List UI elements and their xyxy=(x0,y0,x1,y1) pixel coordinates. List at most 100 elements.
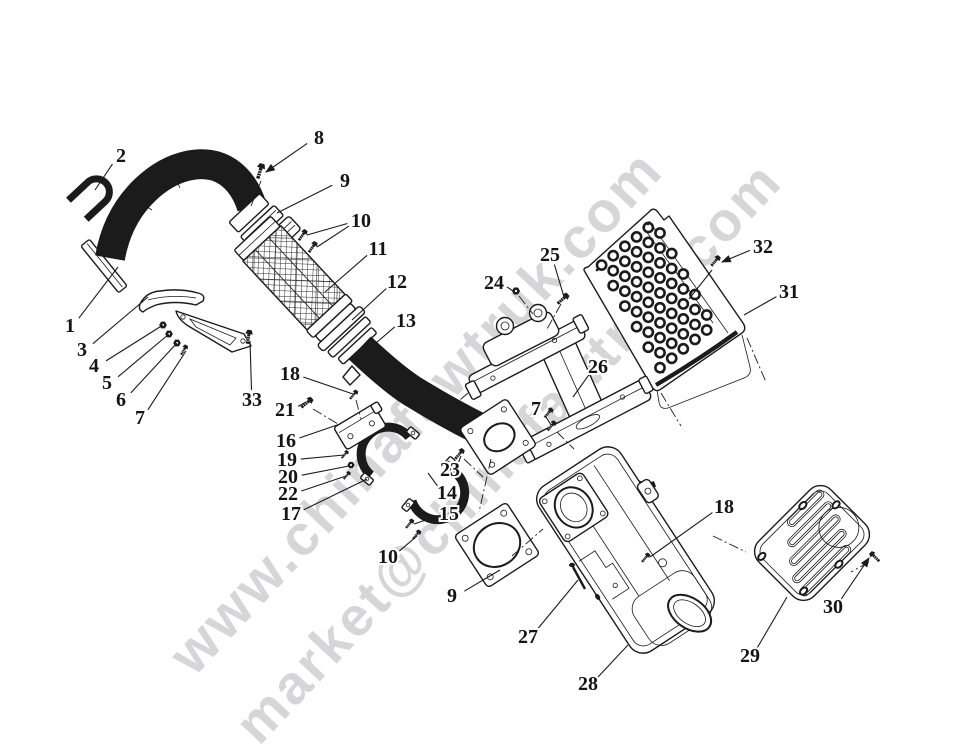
leader-line-21 xyxy=(297,401,307,407)
shield-hole xyxy=(642,236,655,249)
shield-hole xyxy=(595,259,608,271)
callout-1: 1 xyxy=(65,315,75,337)
shield-hole xyxy=(677,312,690,325)
shield-hole xyxy=(619,300,631,312)
shield-hole xyxy=(630,290,643,303)
shield-hole xyxy=(689,288,701,301)
leader-line-5 xyxy=(117,333,170,378)
leader-line-14 xyxy=(427,472,438,487)
bolt-19 xyxy=(339,449,350,460)
part-intermediate-pipe xyxy=(342,336,536,475)
leader-line-15 xyxy=(413,516,436,525)
shield-hole xyxy=(665,322,678,335)
part-inlet-gasket xyxy=(454,502,540,588)
stud-27 xyxy=(569,562,587,590)
leader-line-9 xyxy=(464,569,501,592)
shield-hole xyxy=(642,311,655,324)
shield-hole xyxy=(630,230,643,243)
bolt-15 xyxy=(403,517,416,531)
leader-line-18 xyxy=(649,512,713,558)
part-front-pipe xyxy=(80,149,267,293)
callout-15: 15 xyxy=(439,503,459,525)
callout-9: 9 xyxy=(447,585,457,607)
callout-layer: 1234567891011121333182116192022172314151… xyxy=(63,125,870,697)
leader-line-22 xyxy=(301,475,347,492)
part-clamp-rings xyxy=(327,316,377,365)
shield-hole xyxy=(642,326,655,339)
shield-hole xyxy=(654,316,666,329)
shield-hole xyxy=(654,271,666,284)
callout-33: 33 xyxy=(242,389,262,411)
callout-23: 23 xyxy=(440,459,460,481)
leader-line-28 xyxy=(597,644,629,678)
bolt-21 xyxy=(298,395,315,411)
bolt-7 xyxy=(542,406,555,420)
shield-hole xyxy=(642,281,655,294)
shield-hole xyxy=(630,245,643,258)
leader-line-17 xyxy=(303,478,368,511)
shield-hole xyxy=(689,333,701,346)
shield-perforations xyxy=(595,221,713,374)
fasteners xyxy=(159,162,882,590)
shield-hole xyxy=(654,227,666,239)
part-end-heat-shield xyxy=(753,484,871,602)
leader-line-4 xyxy=(105,324,164,362)
shield-hole xyxy=(619,255,631,268)
shield-hole xyxy=(665,292,678,305)
shield-hole xyxy=(642,341,655,354)
leader-line-3 xyxy=(92,296,149,345)
callout-29: 29 xyxy=(740,645,760,667)
assembly-axis xyxy=(660,392,682,427)
callout-13: 13 xyxy=(396,310,416,332)
part-hanger-bracket-assembly xyxy=(464,303,654,464)
shield-hole xyxy=(630,305,643,318)
shield-hole xyxy=(654,346,666,359)
leader-line-27 xyxy=(536,579,579,630)
shield-hole xyxy=(619,285,631,298)
callout-10: 10 xyxy=(351,210,371,232)
callout-22: 22 xyxy=(278,483,298,505)
shield-hole xyxy=(607,264,620,277)
shield-hole xyxy=(665,262,678,275)
shield-hole xyxy=(665,307,678,320)
assembly-axes xyxy=(250,180,870,573)
leader-line-16 xyxy=(299,423,341,439)
leader-line-10 xyxy=(316,225,350,248)
leader-line-33 xyxy=(249,340,253,391)
leader-line-9 xyxy=(276,184,333,214)
shield-hole xyxy=(654,256,666,269)
callout-9: 9 xyxy=(340,170,350,192)
shield-hole xyxy=(700,309,713,321)
callout-7: 7 xyxy=(531,398,541,420)
leader-line-10 xyxy=(306,222,348,236)
shield-hole xyxy=(689,303,701,316)
part-mount-bracket xyxy=(334,401,386,450)
shield-hole xyxy=(677,283,690,295)
callout-4: 4 xyxy=(89,355,99,377)
callout-8: 8 xyxy=(314,127,324,149)
shield-hole xyxy=(607,249,620,262)
part-heat-shield-perforated xyxy=(583,208,767,427)
part-u-bolt-clamp xyxy=(66,175,113,222)
washer-20 xyxy=(347,461,355,469)
part-flexible-pipe xyxy=(234,216,366,352)
leader-line-20 xyxy=(301,465,350,476)
leader-line-1 xyxy=(78,266,119,319)
shield-hole xyxy=(677,268,690,280)
shield-hole xyxy=(689,318,701,331)
callout-30: 30 xyxy=(823,596,843,618)
leader-line-31 xyxy=(743,296,777,316)
bolt-10 xyxy=(410,528,423,542)
shield-hole xyxy=(654,361,666,374)
shield-hole xyxy=(607,279,620,292)
shield-hole xyxy=(677,342,690,355)
leader-line-25 xyxy=(553,264,565,298)
part-muffler xyxy=(536,446,715,654)
shield-hole xyxy=(619,270,631,283)
leader-line-8 xyxy=(265,142,308,173)
leader-line-24 xyxy=(506,286,514,292)
bolt-18 xyxy=(347,388,360,402)
callout-24: 24 xyxy=(484,272,504,294)
bolt-32 xyxy=(708,253,723,269)
leader-line-7 xyxy=(547,410,550,413)
